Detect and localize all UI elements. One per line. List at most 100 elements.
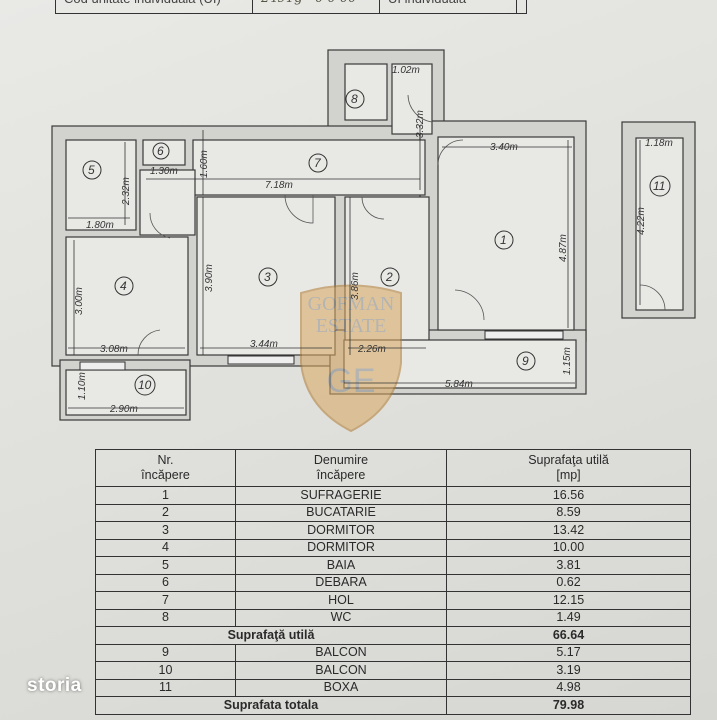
- dim-label: 3.44m: [250, 339, 278, 350]
- dim-label: 3.86m: [350, 272, 361, 300]
- dim-label: 3.08m: [100, 344, 128, 355]
- watermark-logo: GE: [326, 362, 375, 400]
- cell-nr: 1: [95, 486, 236, 505]
- subtotal-area: 66.64: [446, 626, 691, 645]
- door-arc: [361, 196, 385, 220]
- cell-name: BOXA: [235, 678, 447, 697]
- cell-name: DORMITOR: [235, 538, 447, 557]
- room-area-table: Nr. încăpere Denumire încăpere Suprafaţa…: [95, 449, 691, 715]
- header-area: Suprafaţa utilă [mp]: [446, 449, 691, 487]
- room-1: [437, 136, 575, 331]
- cell-nr: 2: [95, 503, 236, 522]
- room-number: 4: [120, 279, 127, 293]
- cell-name: BALCON: [235, 661, 447, 680]
- room-number: 6: [157, 144, 164, 158]
- floor-plan: GOFMAN ESTATE GE 1.02m 3.32m 3.40m 1.18m…: [51, 49, 696, 433]
- dim-label: 1.60m: [199, 150, 210, 178]
- cell-nr: 3: [95, 521, 236, 540]
- cell-area: 13.42: [446, 521, 691, 540]
- table-header-row: Nr. încăpere Denumire încăpere Suprafaţa…: [95, 449, 691, 487]
- room-number: 7: [314, 156, 322, 170]
- dim-label: 3.32m: [415, 110, 426, 138]
- room-11: [635, 137, 684, 311]
- room-number: 5: [88, 163, 95, 177]
- dim-label: 3.90m: [204, 264, 215, 292]
- cell-name: SUFRAGERIE: [235, 486, 447, 505]
- door-arc: [454, 289, 485, 321]
- door-arc: [137, 329, 161, 356]
- door-arc: [407, 94, 433, 123]
- cell-nr: 4: [95, 538, 236, 557]
- wc-corridor: [391, 63, 433, 135]
- gofman-estate-watermark: GOFMAN ESTATE GE: [300, 284, 402, 433]
- dim-label: 2.90m: [109, 404, 138, 415]
- cell-area: 4.98: [446, 678, 691, 697]
- room-number: 1: [500, 233, 507, 247]
- header-nr: Nr. încăpere: [95, 449, 236, 487]
- cell-name: BAIA: [235, 556, 447, 575]
- dim-label: 5.84m: [445, 379, 473, 390]
- dim-label: 1.80m: [86, 220, 114, 231]
- cell-area: 3.81: [446, 556, 691, 575]
- dim-label: 2.32m: [121, 177, 132, 206]
- cell-area: 1.49: [446, 608, 691, 627]
- door-arc: [149, 212, 171, 239]
- room-number: 2: [385, 270, 393, 284]
- room-number: 11: [653, 179, 665, 193]
- watermark-line2: ESTATE: [316, 315, 387, 337]
- window: [484, 330, 564, 340]
- cell-nr: 11: [95, 678, 236, 697]
- room-10: [65, 369, 187, 416]
- room-numbers: 1 2 3 4 5 6 7 8 9 10 11: [82, 89, 671, 396]
- total-label: Suprafata totala: [95, 696, 447, 715]
- cell-area: 5.17: [446, 643, 691, 662]
- hall-entry: [139, 169, 196, 236]
- room-5: [65, 139, 137, 231]
- cell-nr: 5: [95, 556, 236, 575]
- door-arc: [284, 194, 314, 224]
- header-name: Denumire încăpere: [235, 449, 447, 487]
- cell-name: BALCON: [235, 643, 447, 662]
- subtotal-label: Suprafaţă utilă: [95, 626, 447, 645]
- room-number: 3: [264, 270, 271, 284]
- dim-label: 7.18m: [265, 180, 293, 191]
- dim-label: 1.02m: [392, 65, 420, 76]
- cell-nr: 7: [95, 591, 236, 610]
- dim-label: 4.87m: [558, 234, 569, 262]
- cell-area: 16.56: [446, 486, 691, 505]
- dim-label: 1.18m: [645, 138, 673, 149]
- cell-area: 3.19: [446, 661, 691, 680]
- cell-area: 8.59: [446, 503, 691, 522]
- cell-name: BUCATARIE: [235, 503, 447, 522]
- cell-area: 0.62: [446, 573, 691, 592]
- door-arc: [639, 284, 666, 311]
- window: [79, 361, 126, 371]
- unit-code-handwritten: 2491g - 0 0 00: [253, 0, 380, 13]
- dim-label: 1.15m: [562, 347, 573, 375]
- unit-code-row: Cod unitate individuala (UI) 2491g - 0 0…: [55, 0, 527, 14]
- room-7: [192, 139, 426, 196]
- total-area: 79.98: [446, 696, 691, 715]
- dim-label: 1.10m: [77, 372, 88, 400]
- cell-nr: 6: [95, 573, 236, 592]
- dimension-lines: [68, 125, 641, 409]
- dim-label: 1.30m: [150, 166, 178, 177]
- window: [227, 355, 295, 365]
- dim-label: 2.26m: [357, 344, 386, 355]
- dim-label: 3.40m: [490, 142, 518, 153]
- cell-nr: 9: [95, 643, 236, 662]
- unit-type-label: UI individuala: [380, 0, 517, 13]
- room-8: [344, 63, 388, 121]
